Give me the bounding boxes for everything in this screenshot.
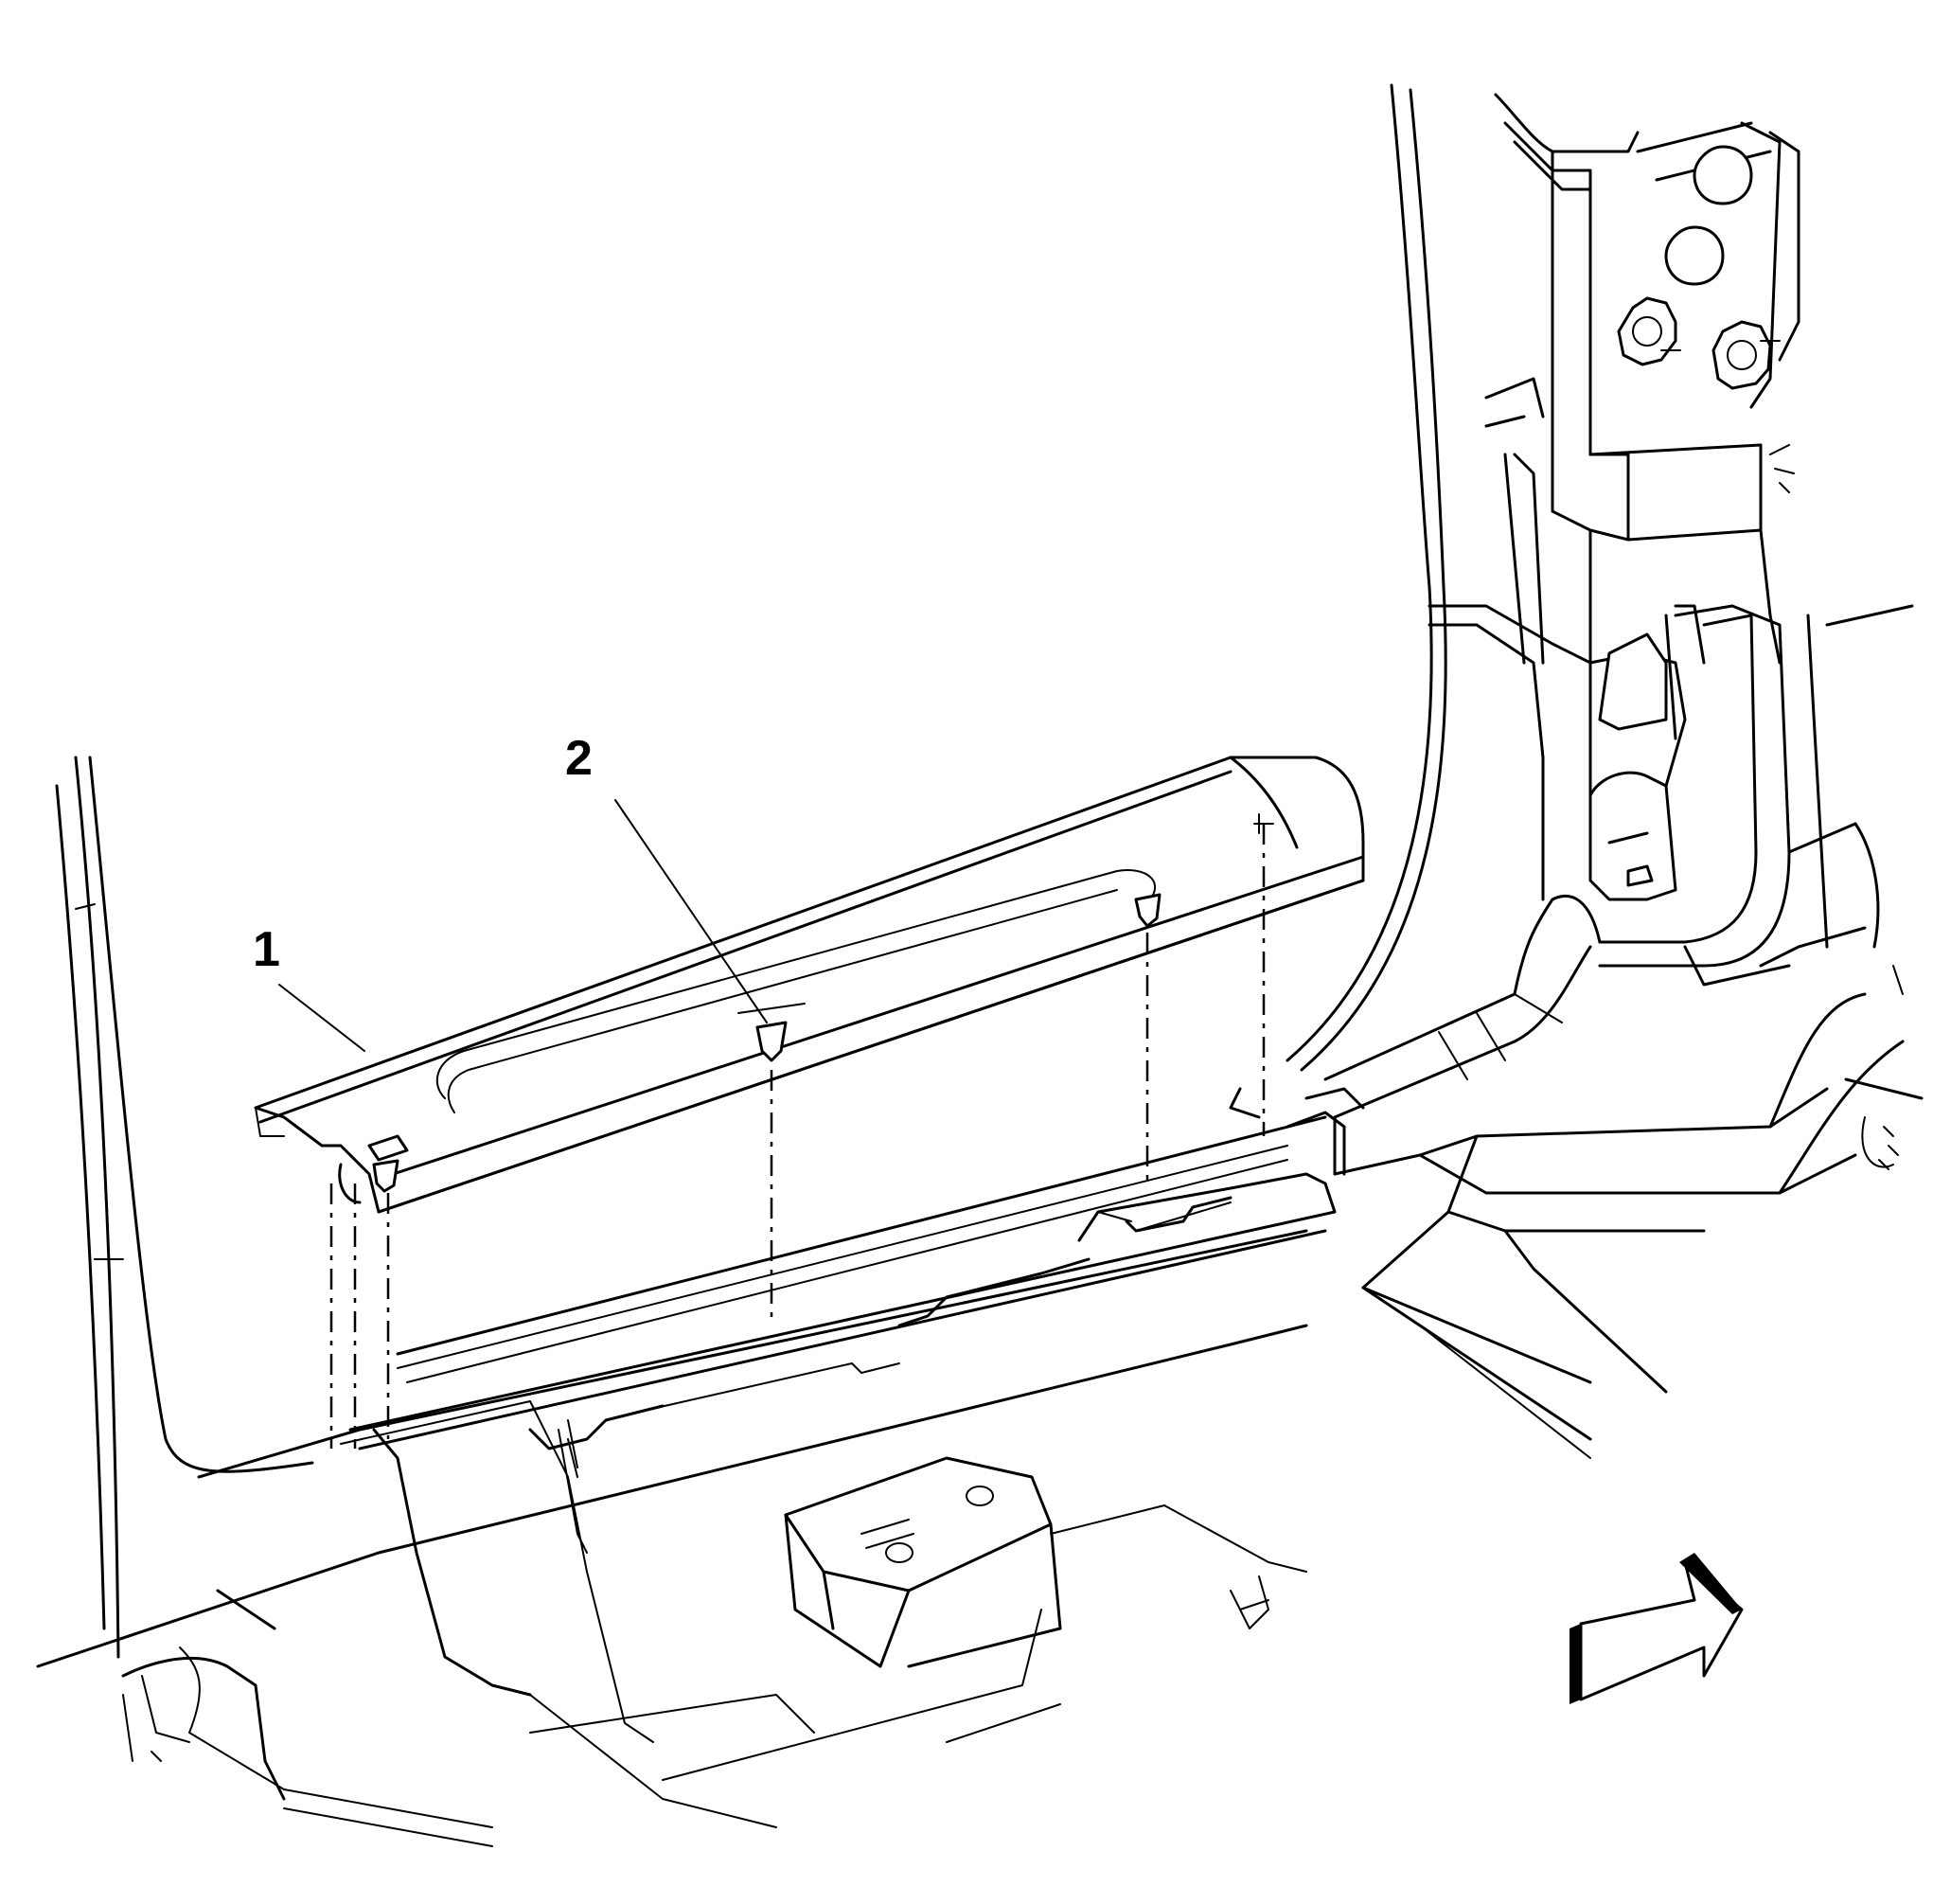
leader-1 bbox=[278, 984, 365, 1052]
rocker-sill-base bbox=[348, 1087, 1365, 1554]
left-door-opening-outline bbox=[55, 756, 314, 1659]
clip-right bbox=[1134, 893, 1162, 928]
door-latch-striker bbox=[1588, 528, 1782, 901]
forward-arrow-icon bbox=[1569, 1553, 1744, 1704]
callout-1: 1 bbox=[253, 922, 280, 977]
leader-2 bbox=[614, 799, 768, 1023]
right-rocker-curve bbox=[1323, 604, 1914, 1176]
installation-guide-lines bbox=[329, 813, 1274, 1449]
seat-mount-block bbox=[784, 1456, 1307, 1668]
callout-2: 2 bbox=[565, 731, 593, 786]
sill-trim-panel bbox=[254, 756, 1365, 1214]
clip-center bbox=[755, 1021, 788, 1062]
right-floor-panel bbox=[1333, 965, 1924, 1459]
floor-panel bbox=[36, 1229, 1308, 1847]
b-pillar-structure bbox=[1286, 83, 1800, 1072]
retainer-clips bbox=[372, 893, 1162, 1193]
callout-leaders bbox=[278, 799, 768, 1052]
clip-left bbox=[372, 1159, 399, 1193]
